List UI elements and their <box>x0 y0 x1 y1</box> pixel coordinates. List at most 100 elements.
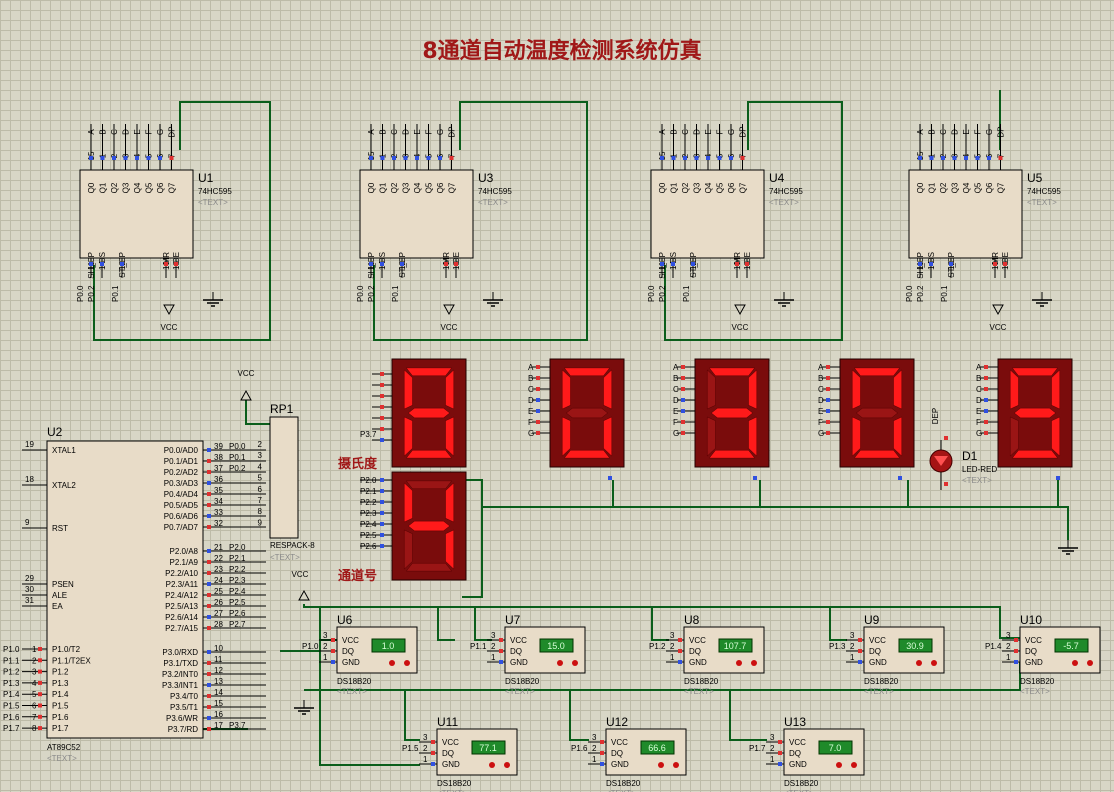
pin-number: 3 <box>670 631 675 640</box>
net-label-p2: P2.4 <box>360 520 377 529</box>
net-label-p2: P2.3 <box>360 509 377 518</box>
pin-number: 2 <box>32 656 37 665</box>
pin-state-marker <box>207 615 211 619</box>
pin-state-marker <box>826 420 830 424</box>
pin-number: 3 <box>402 153 411 158</box>
pin-state-marker <box>681 420 685 424</box>
pin-state-marker <box>706 156 710 160</box>
pin-state-marker <box>984 420 988 424</box>
pin-number: 2 <box>258 440 263 449</box>
segment-b <box>445 482 455 523</box>
schematic-title: 8通道自动温度检测系统仿真 <box>422 38 701 64</box>
component-text: <TEXT> <box>437 789 467 792</box>
ground-symbol <box>294 700 314 715</box>
pin-number: 1 <box>323 653 328 662</box>
pin-state-marker <box>735 262 739 266</box>
pin-number: 5 <box>974 153 983 158</box>
pin-number: 2 <box>323 642 328 651</box>
pin-number: 3 <box>323 631 328 640</box>
component-ref: U13 <box>784 715 806 729</box>
serial-wire-u1 <box>93 101 271 341</box>
pin-name: OE <box>1001 252 1010 264</box>
pin-number: 2 <box>850 642 855 651</box>
component-text: <TEXT> <box>962 476 992 485</box>
pin-state-marker <box>207 626 211 630</box>
sensor-lcd <box>818 740 853 755</box>
segment-a <box>563 367 611 377</box>
chip-body <box>650 169 765 259</box>
pin-state-marker <box>778 740 782 744</box>
pin-name: Q6 <box>727 182 736 193</box>
segment-pin-label: C <box>818 385 824 394</box>
pin-number: 1 <box>928 153 937 158</box>
pin-number: 34 <box>214 497 223 506</box>
pin-number: 29 <box>25 574 34 583</box>
pin-state-marker <box>38 714 42 719</box>
net-label-p2: P2.5 <box>360 531 377 540</box>
pin-number: 16 <box>214 710 223 719</box>
pin-number: 5 <box>258 474 263 483</box>
component-part: DS18B20 <box>1020 677 1055 686</box>
component-text: <TEXT> <box>684 687 714 696</box>
pin-name: Q5 <box>145 182 154 193</box>
vcc-label: VCC <box>990 323 1007 332</box>
pin-name: Q3 <box>402 182 411 193</box>
net-label: P1.4 <box>985 642 1002 651</box>
pin-name: DQ <box>611 749 623 758</box>
pin-name: Q3 <box>693 182 702 193</box>
pin-state-marker <box>717 156 722 160</box>
segment-c <box>893 416 903 457</box>
pin-number: 15 <box>658 151 667 160</box>
pin-state-marker <box>120 262 124 266</box>
sensor-button <box>572 660 578 666</box>
pin-number: 2 <box>423 744 428 753</box>
net-label: P2.4 <box>229 587 246 596</box>
pin-state-marker <box>431 762 435 766</box>
pin-number: 5 <box>425 153 434 158</box>
display-ground-bus <box>482 506 1069 540</box>
segment-g <box>407 520 451 532</box>
sensor-button <box>504 762 510 768</box>
pin-state-marker <box>331 649 335 653</box>
net-label: P1.3 <box>3 679 20 688</box>
segment-pin-label: B <box>528 374 533 383</box>
component-text: <TEXT> <box>864 687 894 696</box>
pin-name: VCC <box>442 738 459 747</box>
pin-number: 1 <box>1006 653 1011 662</box>
sensor-button <box>658 762 664 768</box>
pin-number: 7 <box>997 153 1006 158</box>
pin-name: GND <box>342 658 360 667</box>
pin-state-marker <box>123 156 128 160</box>
pin-number: 15 <box>214 699 223 708</box>
net-label: P2.0 <box>229 543 246 552</box>
pin-state-marker <box>207 470 211 474</box>
component-text: <TEXT> <box>47 754 77 763</box>
pin-state-marker <box>499 649 503 653</box>
net-label: P0.0 <box>229 442 246 451</box>
component-ref: U2 <box>47 425 63 439</box>
pin-state-marker <box>38 647 42 651</box>
net-label: P0.1 <box>940 285 949 302</box>
pin-state-marker <box>729 156 733 160</box>
vcc-power-terminal <box>734 304 746 316</box>
pin-number: 13 <box>214 677 223 686</box>
common-pin-marker <box>898 476 902 480</box>
sensor-gnd-drop <box>569 690 589 741</box>
pin-state-marker <box>100 262 104 266</box>
pin-number: 6 <box>32 702 37 711</box>
sensor-reading: 66.6 <box>648 743 666 753</box>
pin-state-marker <box>380 478 384 482</box>
sensor-vcc-drop <box>651 607 669 641</box>
pin-state-marker <box>431 751 435 755</box>
net-label: P0.2 <box>367 285 376 302</box>
pin-state-marker <box>380 405 384 409</box>
pin-state-marker <box>207 661 211 665</box>
net-label: P2.7 <box>229 620 246 629</box>
pin-name: VCC <box>510 636 527 645</box>
net-label: P2.3 <box>229 576 246 585</box>
component-part: 74HC595 <box>769 187 803 196</box>
pin-state-marker <box>207 705 211 709</box>
pin-state-marker <box>174 262 178 266</box>
pin-state-marker <box>380 489 384 493</box>
